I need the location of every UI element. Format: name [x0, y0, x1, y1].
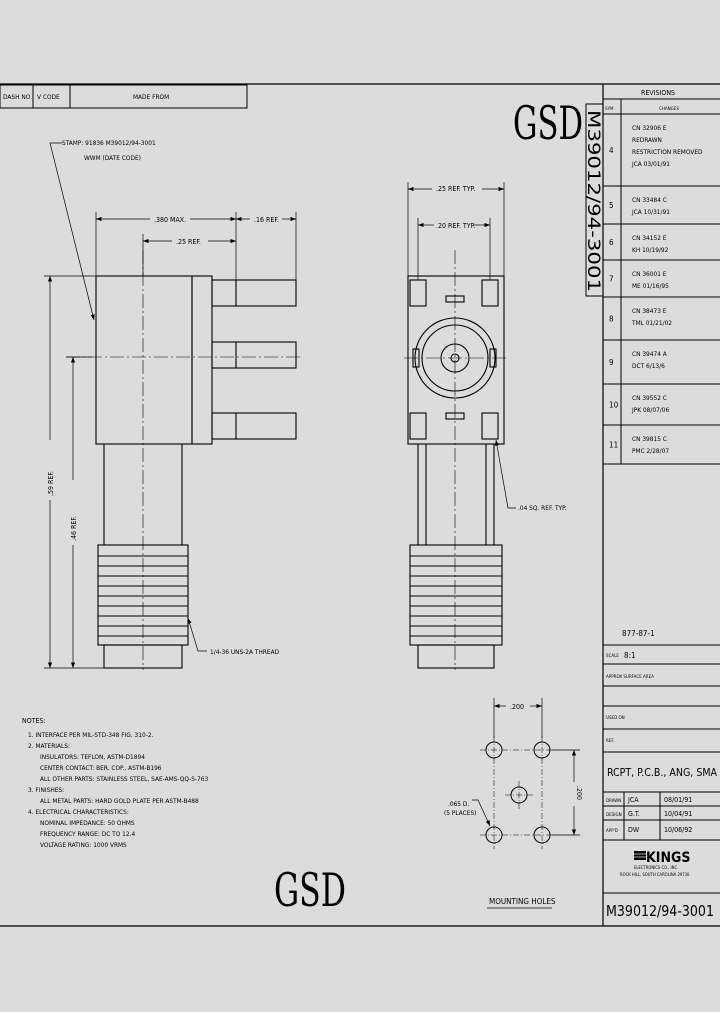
- appd-label: APP'D: [606, 828, 618, 834]
- revision-change-line: RESTRICTION REMOVED: [632, 148, 703, 156]
- part-number-bottom: M39012/94-3001: [606, 902, 714, 920]
- revision-sym: 4: [609, 146, 614, 155]
- mounting-holes-diameter: .065 D.: [448, 800, 469, 808]
- appd-date: 10/06/92: [664, 826, 692, 834]
- revision-sym: 10: [609, 401, 619, 410]
- made-from-label: MADE FROM: [133, 93, 169, 101]
- v-code-label: V CODE: [37, 93, 60, 101]
- title-block: [603, 644, 720, 894]
- design-by: G.T.: [628, 810, 640, 818]
- revision-change-line: JCA 03/01/91: [631, 160, 670, 168]
- revisions-rows: 4 CN 32906 E REDRAWN RESTRICTION REMOVED JCA…: [609, 124, 703, 455]
- note-line: ALL OTHER PARTS: STAINLESS STEEL, SAE-AM…: [40, 775, 208, 783]
- mounting-holes-pattern: [485, 741, 551, 844]
- dim-25-ref-typ: .25 REF. TYP.: [436, 185, 475, 193]
- dim-20-ref-typ: .20 REF. TYP.: [436, 222, 475, 230]
- revision-change-line: JPK 08/07/06: [631, 406, 669, 414]
- revision-change-line: CN 34152 E: [632, 234, 667, 242]
- stamp-note-line2: WWM (DATE CODE): [84, 154, 141, 162]
- front-view: [407, 275, 505, 669]
- revision-change-line: CN 39474 A: [632, 350, 667, 358]
- scale-value: 8:1: [624, 651, 636, 660]
- revision-sym: 11: [609, 441, 618, 450]
- note-line: VOLTAGE RATING: 1000 VRMS: [40, 841, 127, 849]
- dash-strip: DASH NO. V CODE MADE FROM: [0, 84, 248, 109]
- revision-change-line: CN 39815 C: [632, 435, 667, 443]
- revision-sym: 6: [609, 238, 614, 247]
- drawing-ref-number: 877-87-1: [622, 629, 655, 638]
- ref-label: REF.: [606, 738, 614, 744]
- design-label: DESIGN: [606, 812, 622, 818]
- note-line: 4. ELECTRICAL CHARACTERISTICS:: [28, 808, 129, 816]
- notes-title: NOTES:: [22, 717, 46, 725]
- kings-logo: KINGS: [634, 850, 690, 866]
- revision-change-line: KH 10/19/92: [632, 246, 669, 254]
- dim-16-ref: .16 REF.: [254, 216, 279, 224]
- thread-note: 1/4-36 UNS-2A THREAD: [210, 648, 280, 656]
- surface-area-label: APPROX SURFACE AREA: [606, 674, 654, 680]
- note-line: 2. MATERIALS:: [28, 742, 70, 750]
- revision-change-line: CN 36001 E: [632, 270, 667, 278]
- revision-change-line: CN 39552 C: [632, 394, 667, 402]
- mounting-holes-spacing-h: .200: [510, 703, 524, 711]
- dim-04-sq-ref-typ: .04 SQ. REF. TYP.: [518, 504, 567, 512]
- dim-25-ref: .25 REF.: [176, 238, 201, 246]
- revision-sym: 7: [609, 275, 614, 284]
- note-line: NOMINAL IMPEDANCE: 50 OHMS: [40, 819, 135, 827]
- vertical-part-number: M39012/94-3001: [583, 110, 603, 292]
- notes-list: 1. INTERFACE PER MIL-STD-348 FIG. 310-2.…: [28, 731, 208, 849]
- scale-label: SCALE: [606, 653, 619, 659]
- dim-46-ref: .46 REF.: [70, 516, 78, 541]
- note-line: INSULATORS: TEFLON, ASTM-D1894: [40, 753, 145, 761]
- note-line: 1. INTERFACE PER MIL-STD-348 FIG. 310-2.: [28, 731, 154, 739]
- drawn-by: JCA: [627, 796, 639, 804]
- appd-by: DW: [628, 826, 640, 834]
- dash-no-label: DASH NO.: [3, 93, 32, 101]
- revision-change-line: ME 01/16/95: [632, 282, 669, 290]
- mounting-holes-centerlines: [480, 736, 556, 849]
- revision-sym: 8: [609, 315, 614, 324]
- revision-sym: 5: [609, 201, 614, 210]
- vertical-part-number-box: M39012/94-3001: [583, 103, 604, 297]
- mounting-holes-label: MOUNTING HOLES: [489, 897, 556, 906]
- revision-change-line: REDRAWN: [632, 136, 662, 144]
- revisions-col-changes: CHANGES: [659, 106, 679, 112]
- note-line: CENTER CONTACT: BER. COP., ASTM-B196: [40, 764, 162, 772]
- design-date: 10/04/91: [664, 810, 692, 818]
- revisions-table: [603, 98, 720, 465]
- side-view-dimensions: [44, 142, 297, 669]
- revision-change-line: CN 33484 C: [632, 196, 667, 204]
- gsd-logo-top: GSD: [513, 96, 583, 150]
- part-description: RCPT, P.C.B., ANG, SMA: [607, 766, 717, 779]
- company-line2: ROCK HILL, SOUTH CAROLINA 29730: [620, 872, 690, 877]
- revision-change-line: CN 38473 E: [632, 307, 667, 315]
- note-line: ALL METAL PARTS: HARD GOLD PLATE PER AST…: [40, 797, 199, 805]
- gsd-logo-bottom: GSD: [274, 863, 346, 917]
- revision-change-line: JCA 10/31/91: [631, 208, 670, 216]
- dim-59-ref: .59 REF.: [47, 471, 55, 496]
- company-name: KINGS: [646, 850, 690, 866]
- revision-change-line: PMC 2/28/07: [632, 447, 669, 455]
- mounting-holes-spacing-v: .200: [575, 786, 583, 800]
- mounting-holes-dimensions: [472, 698, 580, 836]
- revisions-header: REVISIONS: [641, 89, 675, 97]
- revision-sym: 9: [609, 358, 614, 367]
- revision-change-line: CN 32906 E: [632, 124, 667, 132]
- company-line1: ELECTRONICS CO., INC.: [634, 865, 678, 870]
- front-view-dimensions: [407, 182, 516, 509]
- revision-change-line: DCT 6/13/6: [632, 362, 665, 370]
- dim-380-max: .380 MAX.: [154, 216, 186, 224]
- side-view: [95, 275, 297, 669]
- note-line: FREQUENCY RANGE: DC TO 12.4: [40, 830, 135, 838]
- used-on-label: USED ON: [606, 715, 625, 721]
- revisions-col-sym: SYM: [605, 106, 614, 112]
- stamp-note-line1: STAMP: 91836 M39012/94-3001: [62, 139, 156, 147]
- note-line: 3. FINISHES:: [28, 786, 64, 794]
- revision-change-line: TML 01/21/02: [631, 319, 672, 327]
- drawn-date: 08/01/91: [664, 796, 692, 804]
- drawn-label: DRAWN: [606, 798, 621, 804]
- mounting-holes-count: (5 PLACES): [444, 809, 476, 817]
